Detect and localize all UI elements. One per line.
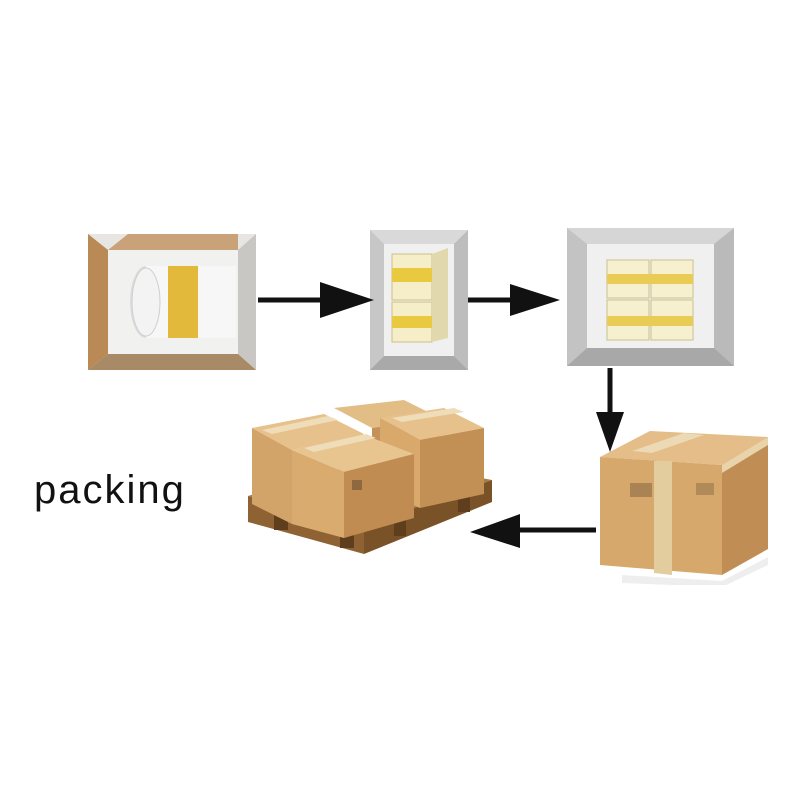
open-box-with-four-cartons-icon bbox=[567, 228, 734, 366]
arrow-down-icon bbox=[596, 368, 624, 452]
step-1-open-box-roll bbox=[88, 234, 256, 370]
arrow-right-icon bbox=[468, 284, 560, 316]
step-2-open-box-two-cartons bbox=[370, 230, 468, 370]
sealed-carton-icon bbox=[600, 431, 768, 585]
pallet-of-cartons-icon bbox=[248, 400, 492, 554]
packing-label: packing bbox=[34, 468, 186, 512]
step-5-pallet-of-cartons bbox=[244, 398, 494, 558]
arrow-right-icon bbox=[258, 282, 374, 318]
open-box-with-roll-icon bbox=[88, 234, 256, 370]
step-3-open-box-four-cartons bbox=[567, 228, 734, 366]
step-4-sealed-carton bbox=[592, 425, 772, 585]
arrow-left-icon bbox=[470, 514, 596, 548]
open-box-with-two-cartons-icon bbox=[370, 230, 468, 370]
